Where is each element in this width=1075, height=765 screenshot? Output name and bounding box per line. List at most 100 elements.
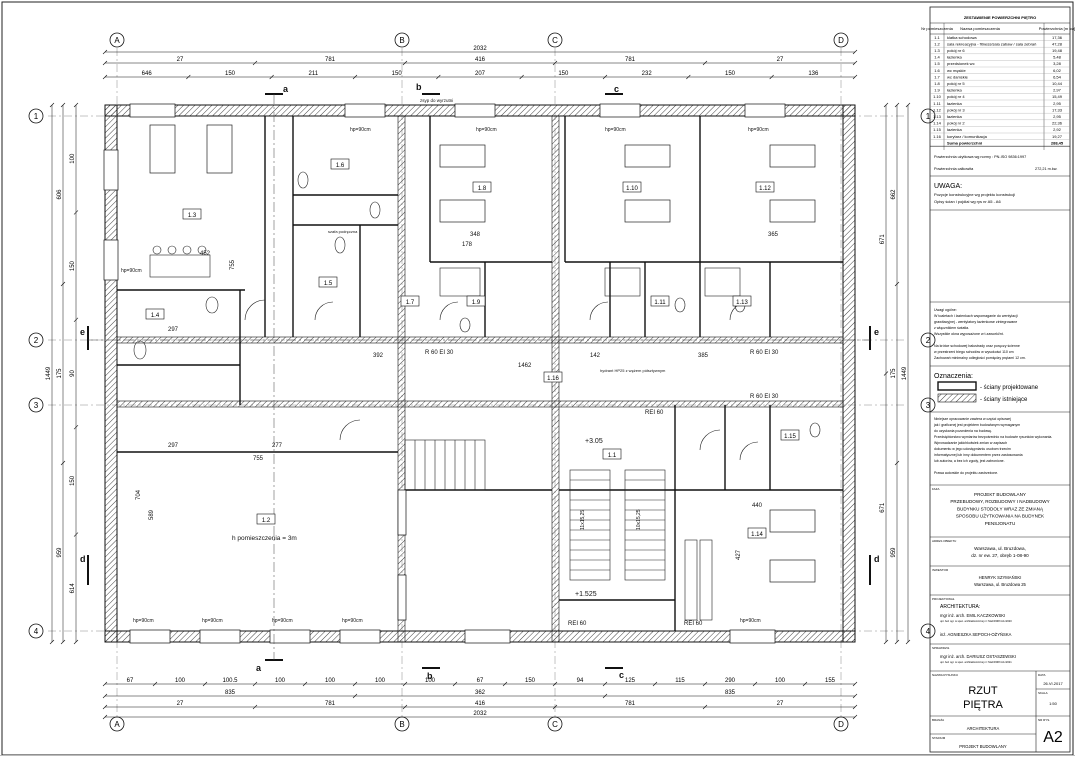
room-tag-text: 1.13 (736, 300, 748, 306)
dim-704: 704 (136, 489, 142, 500)
dim-text: 362 (475, 690, 486, 696)
dim-755-a: 755 (253, 456, 264, 462)
dim-text: 1449 (46, 366, 52, 380)
room-tag-text: 1.1 (608, 453, 617, 459)
date: 26.VI.2017 (1043, 681, 1063, 686)
dim-text: 136 (808, 71, 819, 77)
room-tag-text: 1.12 (759, 186, 771, 192)
furniture (149, 245, 713, 621)
area-row-nr: 1.10 (933, 94, 942, 99)
general-note-line: Na krótce schodowej balustrady oraz porę… (934, 344, 1020, 348)
area-row-name: pokój nr 3 (947, 107, 965, 112)
area-row-value: 19,48 (1052, 48, 1063, 53)
axis-bubble-text: 1 (926, 112, 931, 121)
area-row-value: 10,44 (1052, 81, 1063, 86)
area-table: ZESTAWIENIE POWIERZCHNI PIĘTRO Nr pomies… (921, 15, 1075, 150)
fire-door-1: R 60 EI 30 (425, 350, 454, 356)
area-row-name: łazienka (947, 114, 962, 119)
general-note-line: Uwagi ogólne: (934, 308, 957, 312)
faza-label: FAZA (932, 487, 940, 491)
dim-text: 781 (325, 701, 336, 707)
room-tag-text: 1.9 (472, 300, 481, 306)
room-tags: 1.11.21.31.41.51.61.71.81.91.101.111.121… (145, 158, 800, 539)
area-row-nr: 1.11 (933, 101, 941, 106)
axis-bubble-row-4: 4 (920, 623, 936, 639)
design-label: PROJEKTOWAŁ (932, 597, 955, 601)
area-row-value: 6,54 (1053, 74, 1062, 79)
axis-bubble-text: 4 (926, 627, 931, 636)
uwaga-lines: Pozycje konstrukcyjne wg projektu konstr… (934, 192, 1015, 204)
drawing-label: NAZWA RYSUNKU (932, 673, 958, 677)
dim-top-total: 2032 (102, 46, 858, 55)
section-label-e-right: e (874, 327, 879, 337)
project-title-line: PRZEBUDOWY, ROZBUDOWY I NADBUDOWY (950, 499, 1049, 504)
area-row-name: przedsionek wc (947, 61, 975, 66)
dim-text: 835 (225, 690, 236, 696)
dim-text: 100 (70, 153, 76, 164)
area-row-nr: 1.13 (933, 114, 942, 119)
area-row-name: pokój nr 2 (947, 121, 965, 126)
room-tag-1-9: 1.9 (466, 295, 486, 307)
stairs-label-1: 11x15,25 (580, 510, 586, 530)
dim-text: 416 (475, 57, 486, 63)
hydrant-label: hydrant HP25 z wężem półsztywnym (600, 368, 666, 373)
address-line: dz. nr ew. 27, obręb 1-08-90 (971, 553, 1029, 558)
dim-text: 959 (57, 547, 63, 558)
room-tag-text: 1.14 (751, 532, 763, 538)
investor-label: INWESTOR (932, 568, 949, 572)
dim-text: 175 (57, 368, 63, 379)
area-row-value: 22,36 (1052, 121, 1063, 126)
dim-text: 150 (70, 260, 76, 271)
section-label-e-left: e (80, 327, 85, 337)
beds (149, 124, 816, 583)
branch-label: BRANŻA (932, 717, 944, 722)
room-tag-text: 1.8 (478, 186, 487, 192)
room-tag-1-7: 1.7 (400, 295, 420, 307)
copyright-line: do uzyskania pozwolenia na budowę. (934, 429, 992, 433)
area-row-name: wc męskie (947, 68, 966, 73)
general-note-line: z włącznikiem światła. (934, 326, 969, 330)
door-swings (244, 299, 759, 461)
fire-wall-2: REI 60 (684, 621, 703, 627)
axis-bubble-col-C: C (547, 716, 563, 732)
project-title-line: BUDYNKU STODOŁY WRAZ ZE ZMIANĄ (957, 506, 1044, 511)
copyright-line: lub autorów, a bez ich zgody, jest zabro… (934, 459, 1005, 463)
dim-text: 27 (777, 57, 784, 63)
window-note-6: hp=90cm (133, 618, 154, 624)
axis-bubble-text: 1 (34, 112, 39, 121)
date-label: DATA (1038, 673, 1046, 677)
room-tag-text: 1.5 (324, 281, 333, 287)
copyright-notes: Niniejsze opracowanie zawiera w części o… (933, 417, 1052, 475)
dim-right-outer: 1449 (902, 102, 911, 645)
area-row-nr: 1.14 (933, 121, 942, 126)
copyright-line: Niniejsze opracowanie zawiera w części o… (934, 417, 1011, 421)
dim-text: 27 (777, 701, 784, 707)
dim-text: 671 (880, 502, 886, 513)
room-tag-1-5: 1.5 (318, 276, 338, 288)
dim-text: 100 (175, 678, 186, 684)
designer-2: inż. AGNIESZKA SEPOCH-OŻYŃSKA (940, 632, 1012, 637)
window-note-1: hp=90cm (350, 127, 371, 133)
axis-bubble-row-3: 3 (920, 397, 936, 413)
bottom-rule (0, 755, 1075, 756)
room-tag-1-15: 1.15 (780, 429, 800, 441)
verifier: mgr inż. arch. DARIUSZ OSTASZEWSKI (940, 654, 1016, 659)
dim-text: 100 (275, 678, 286, 684)
dim-text: 207 (475, 71, 486, 77)
partitions (117, 116, 843, 631)
area-row-nr: 1.5 (934, 61, 940, 66)
dim-text: 662 (891, 189, 897, 200)
axis-bubble-text: B (399, 720, 404, 729)
axis-bubble-text: C (552, 720, 558, 729)
